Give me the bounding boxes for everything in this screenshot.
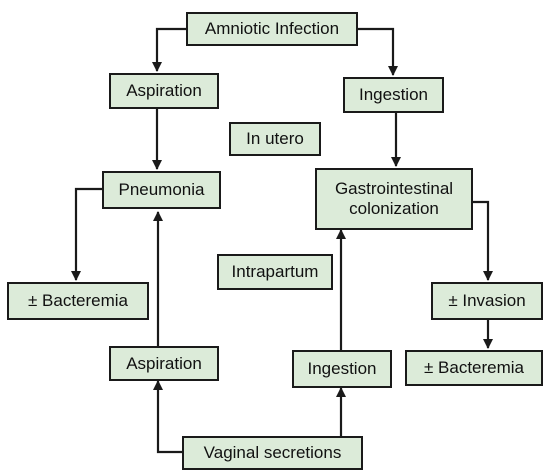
aspiration-box-bottom: Aspiration xyxy=(109,346,219,381)
arrow-amniotic-to-aspiration xyxy=(152,27,186,72)
pneumonia-box: Pneumonia xyxy=(102,171,221,209)
bacteremia-box-right: ± Bacteremia xyxy=(405,350,543,386)
arrow-amniotic-to-ingestion xyxy=(358,27,398,76)
intrapartum-box: Intrapartum xyxy=(217,254,333,290)
arrow-vaginal-to-aspiration xyxy=(153,380,182,454)
amniotic-infection-box: Amniotic Infection xyxy=(186,12,358,46)
bacteremia-box-left: ± Bacteremia xyxy=(7,282,149,320)
arrow-pneumonia-to-bacteremia xyxy=(71,187,102,281)
aspiration-box-top: Aspiration xyxy=(109,73,219,109)
ingestion-box-bottom: Ingestion xyxy=(292,350,392,388)
arrow-gi-to-invasion xyxy=(473,200,493,281)
ingestion-box-top: Ingestion xyxy=(343,77,444,113)
gi-colonization-box: Gastrointestinal colonization xyxy=(315,168,473,230)
vaginal-secretions-box: Vaginal secretions xyxy=(182,436,363,470)
in-utero-box: In utero xyxy=(229,122,321,156)
invasion-box: ± Invasion xyxy=(431,282,543,320)
